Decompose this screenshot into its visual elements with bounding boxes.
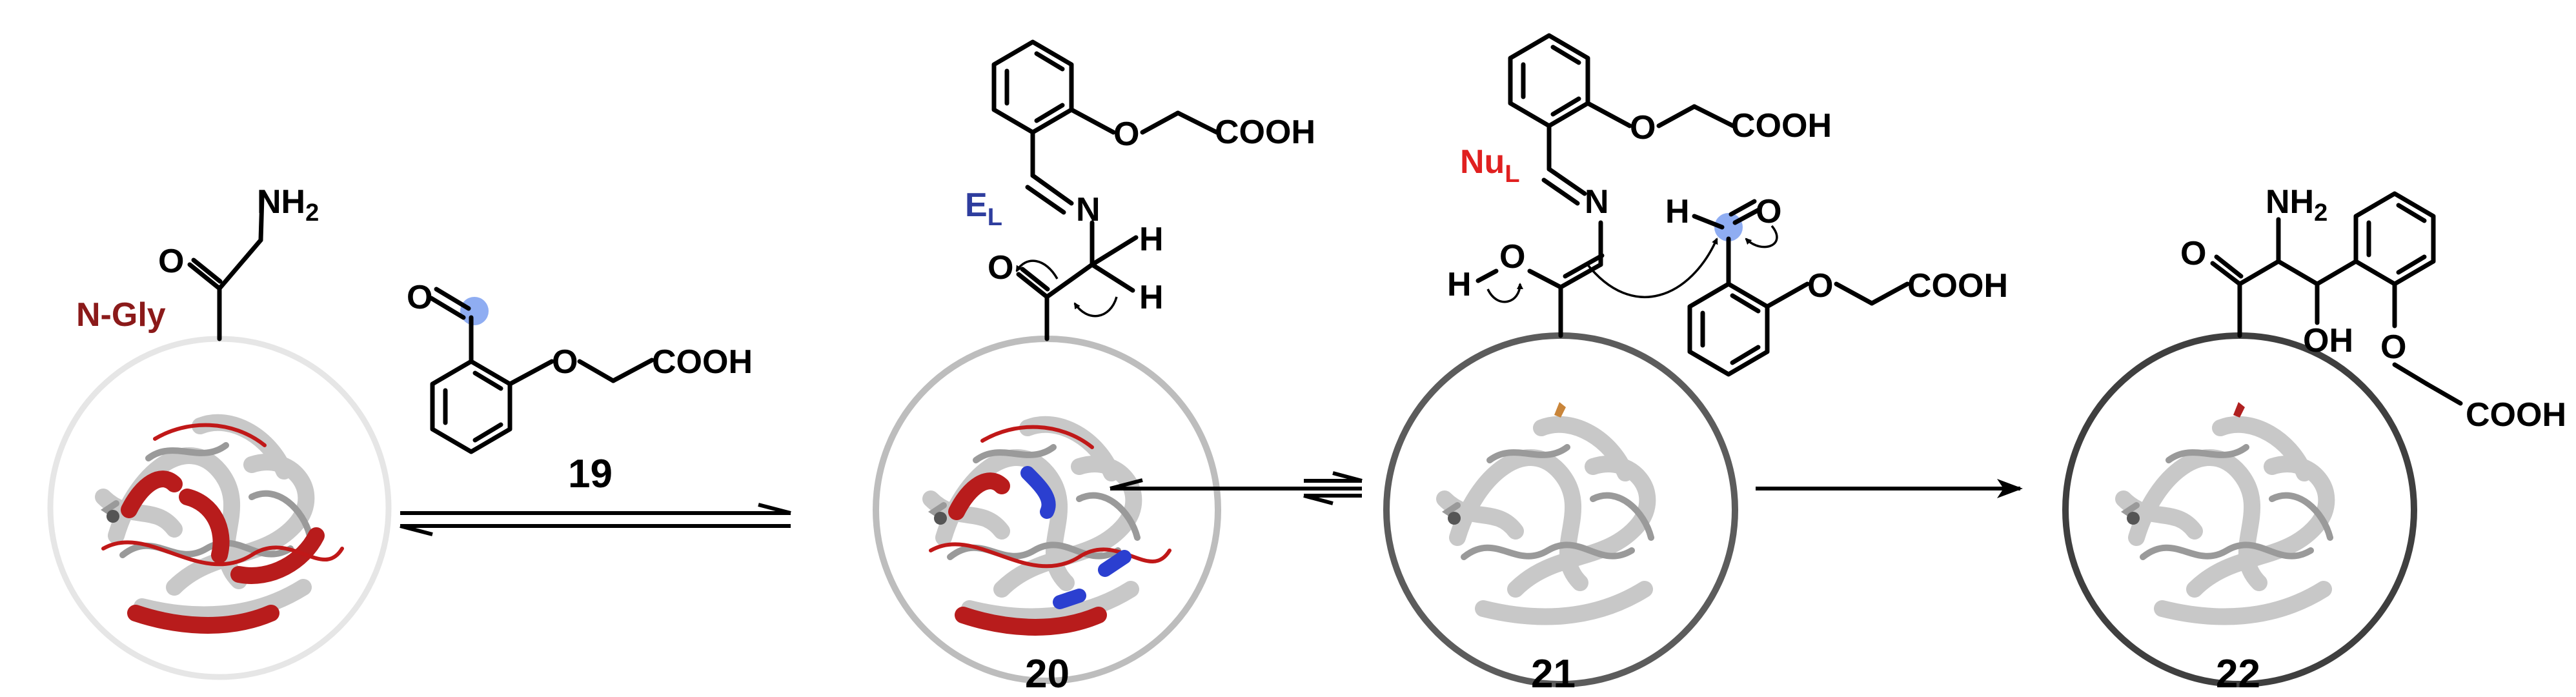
- carboxyl-group-21: COOH: [1731, 107, 1832, 145]
- aldehyde-oxygen-19: O: [407, 279, 432, 316]
- intermediate-21: O H N NuL O COOH H O: [1383, 33, 2008, 696]
- ether-oxygen-19: O: [552, 343, 578, 381]
- protein-ribbon-icon: [103, 423, 344, 634]
- protein-ribbon-icon: [1445, 402, 1651, 616]
- protein-ribbon-icon: [2124, 402, 2330, 616]
- compound-label-21: 21: [1531, 652, 1576, 696]
- protein-4-circle: [2062, 332, 2417, 687]
- alpha-hydrogen-a: H: [1139, 221, 1164, 258]
- intermediate-20: O H H N EL O COOH 20: [873, 39, 1315, 696]
- ether-oxygen-20: O: [1113, 116, 1139, 153]
- carboxyl-group-21b: COOH: [1907, 267, 2008, 305]
- nucleophile-label: NuL: [1460, 143, 1520, 188]
- compound-label-20: 20: [1025, 652, 1070, 696]
- amine-group-22: NH2: [2266, 183, 2328, 227]
- reagent-19: O O COOH 19: [407, 279, 753, 496]
- n-gly-label: N-Gly: [76, 296, 166, 334]
- carbonyl-oxygen-20: O: [988, 249, 1013, 287]
- carbonyl-oxygen-1: O: [158, 243, 184, 280]
- aldehyde-oxygen-21: O: [1756, 193, 1781, 230]
- electrophile-label: EL: [965, 187, 1002, 231]
- amine-group-1: NH2: [257, 183, 319, 227]
- hydroxyl-group-22: OH: [2303, 322, 2353, 359]
- imine-nitrogen-21: N: [1585, 183, 1609, 221]
- ether-oxygen-21: O: [1630, 109, 1656, 146]
- enol-oxygen-21: O: [1499, 238, 1525, 276]
- protein-3-circle: [1383, 332, 1738, 687]
- compound-label-22: 22: [2216, 652, 2260, 696]
- ether-oxygen-22: O: [2380, 328, 2406, 366]
- carboxyl-group-20: COOH: [1215, 114, 1315, 151]
- enol-hydrogen-21: H: [1447, 266, 1472, 303]
- alpha-hydrogen-b: H: [1139, 279, 1164, 316]
- product-22: O NH2 OH O COOH 22: [2062, 183, 2566, 696]
- equilibrium-arrow-2: [1110, 471, 1363, 505]
- carboxyl-group-22: COOH: [2466, 396, 2566, 434]
- ketone-oxygen-22: O: [2180, 235, 2206, 272]
- protein-1: O NH2 N-Gly: [47, 183, 392, 680]
- equilibrium-arrow-1: [400, 503, 791, 536]
- aldehyde-hydrogen-21: H: [1665, 193, 1690, 230]
- ether-oxygen-21b: O: [1807, 267, 1833, 305]
- protein-ribbon-icon: [931, 425, 1171, 636]
- carboxyl-group-19: COOH: [652, 343, 753, 381]
- compound-label-19: 19: [568, 452, 613, 496]
- imine-nitrogen-20: N: [1076, 191, 1100, 228]
- reactive-carbon-highlight: [460, 297, 489, 325]
